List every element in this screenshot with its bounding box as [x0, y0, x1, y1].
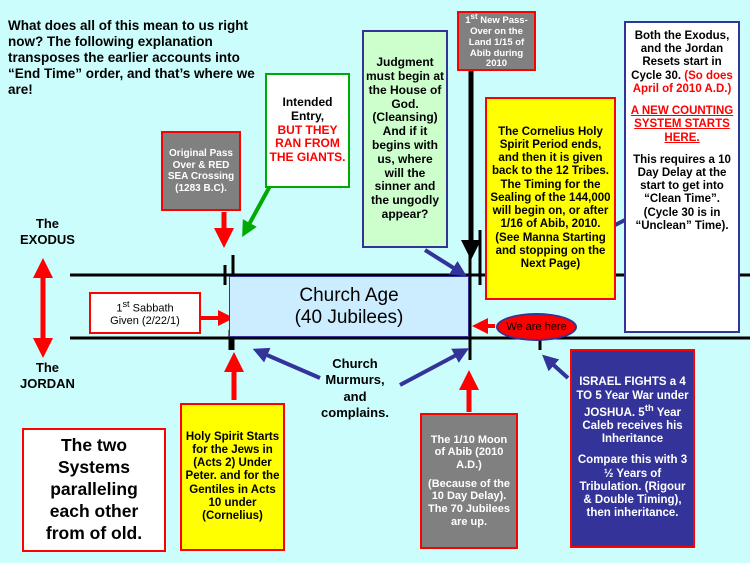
moon-box: The 1/10 Moon of Abib (2010 A.D.) (Becau…	[420, 413, 518, 549]
murmurs-text: Church Murmurs, and complains.	[321, 356, 389, 420]
israel-line1: ISRAEL FIGHTS a 4 TO 5 Year War under JO…	[575, 376, 690, 446]
moon-line1: The 1/10 Moon of Abib (2010 A.D.)	[430, 433, 508, 472]
first-sabbath-box: 1st Sabbath Given (2/22/1)	[89, 292, 201, 334]
church-age-box: Church Age (40 Jubilees)	[229, 276, 469, 337]
intended-entry-box: Intended Entry, BUT THEY RAN FROM THE GI…	[265, 73, 350, 188]
intended-entry-line1: Intended Entry,	[282, 95, 333, 123]
new-passover-box: 1st New Pass-Over on the Land 1/15 of Ab…	[457, 11, 536, 71]
intended-entry-line2: BUT THEY RAN FROM THE GIANTS.	[269, 122, 346, 165]
exodus-label-line2: EXODUS	[20, 232, 75, 248]
resets-box: Both the Exodus, and the Jordan Resets s…	[624, 21, 740, 333]
church-age-title: Church Age	[299, 284, 399, 306]
resets-delay: This requires a 10 Day Delay at the star…	[633, 153, 731, 232]
new-passover-rest: New Pass-Over on the Land 1/15 of Abib d…	[468, 14, 528, 70]
original-passover-box: Original Pass Over & RED SEA Crossing (1…	[161, 131, 241, 211]
judgment-arrow	[423, 248, 467, 277]
resets-text-main: Both the Exodus, and the Jordan Resets s…	[631, 30, 730, 82]
new-passover-sup: st	[470, 11, 478, 21]
first-sabbath-line2: Given (2/22/1)	[110, 314, 180, 327]
judgment-box: Judgment must begin at the House of God.…	[362, 30, 448, 248]
israel-sup: th	[644, 402, 654, 414]
we-are-here-badge: We are here	[496, 313, 577, 341]
resets-text-red: (So does April of 2010 A.D.)	[632, 69, 733, 95]
first-sabbath-rest: Sabbath	[129, 302, 174, 315]
israel-arrow	[542, 354, 570, 380]
jordan-label: The JORDAN	[20, 360, 75, 393]
murmurs-left-arrow	[252, 347, 321, 380]
resets-counting: A NEW COUNTING SYSTEM STARTS HERE.	[630, 105, 734, 144]
intended-entry-arrow	[242, 185, 272, 238]
new-passover-text: 1st New Pass-Over on the Land 1/15 of Ab…	[461, 12, 532, 71]
israel-line3: Compare this with 3 ½ Years of Tribulati…	[577, 454, 688, 520]
israel-text-1: ISRAEL FIGHTS a 4 TO 5 Year War under JO…	[576, 376, 689, 419]
two-systems-box: The two Systems paralleling each other f…	[22, 428, 166, 552]
israel-num: 5	[638, 406, 645, 419]
intro-text: What does all of this mean to us right n…	[8, 18, 255, 97]
new-passover-num: 1	[465, 14, 471, 26]
murmurs-right-arrow	[399, 348, 470, 387]
jordan-label-line1: The	[35, 360, 60, 375]
resets-text: Both the Exodus, and the Jordan Resets s…	[629, 30, 735, 96]
church-age-subtitle: (40 Jubilees)	[294, 306, 404, 328]
first-sabbath-line1: 1st Sabbath	[116, 299, 173, 315]
jordan-label-line2: JORDAN	[20, 376, 75, 392]
cornelius-box: The Cornelius Holy Spirit Period ends, a…	[485, 97, 616, 300]
first-sabbath-num: 1	[116, 302, 123, 315]
first-sabbath-sup: st	[122, 298, 130, 309]
exodus-label-line1: The	[35, 216, 60, 231]
israel-text-2: Year Caleb receives his Inheritance	[582, 406, 683, 446]
exodus-label: The EXODUS	[20, 216, 75, 249]
moon-line2: (Because of the 10 Day Delay). The 70 Ju…	[428, 477, 510, 528]
israel-box: ISRAEL FIGHTS a 4 TO 5 Year War under JO…	[570, 349, 695, 548]
holy-spirit-box: Holy Spirit Starts for the Jews in (Acts…	[180, 403, 285, 551]
